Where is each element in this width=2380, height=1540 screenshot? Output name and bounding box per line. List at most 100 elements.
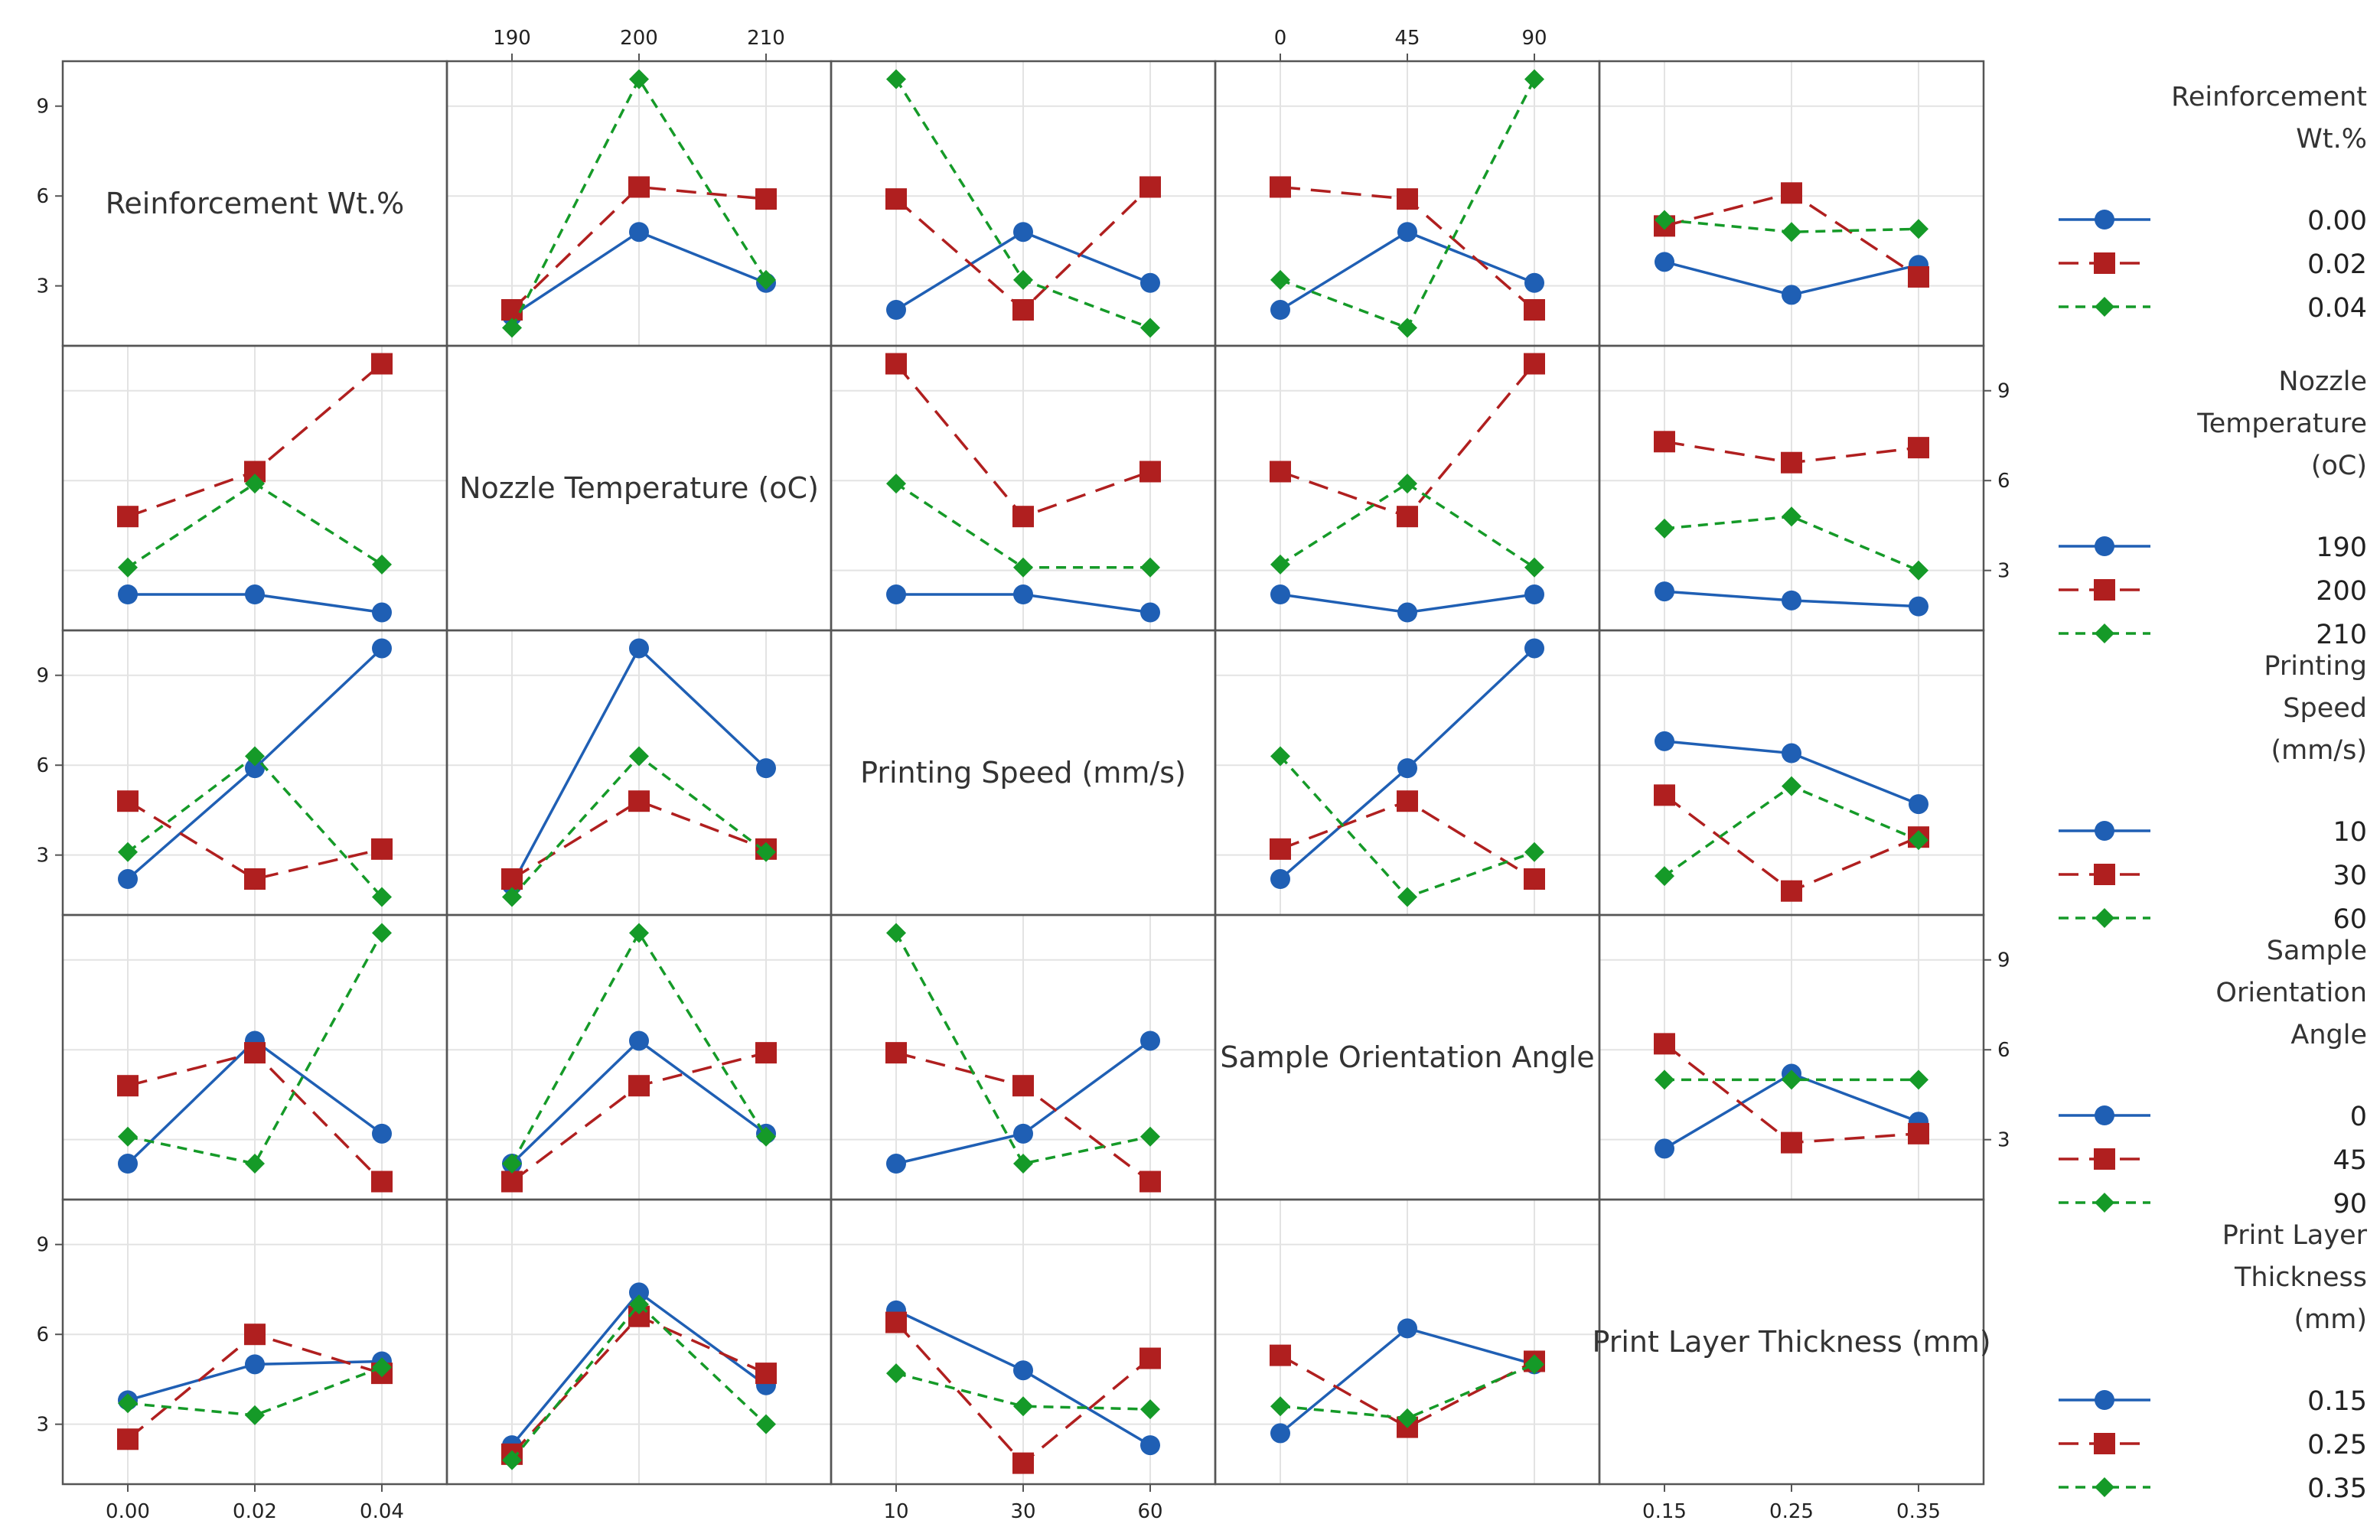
series-marker	[886, 69, 906, 90]
series-marker	[885, 1311, 907, 1333]
series-marker	[885, 1042, 907, 1064]
series-marker	[756, 758, 776, 779]
legend-item-label: 0.02	[2307, 249, 2367, 280]
series-marker	[1139, 176, 1161, 198]
legend	[2059, 1390, 2150, 1497]
legend-title: (mm/s)	[2271, 735, 2367, 766]
series-marker	[1012, 299, 1034, 321]
series-marker	[1908, 437, 1929, 459]
series-marker	[1012, 1452, 1034, 1474]
series-marker	[1013, 557, 1033, 578]
legend-item-label: 0.25	[2307, 1430, 2367, 1460]
panel-series-group	[117, 1323, 393, 1450]
series-marker	[1397, 790, 1418, 812]
legend-item-label: 30	[2333, 861, 2367, 891]
panel-series-group	[885, 353, 1161, 623]
series-line	[895, 932, 1151, 1165]
series-marker	[1524, 868, 1545, 890]
series-marker	[245, 746, 265, 767]
series-marker	[628, 790, 650, 812]
legend-item-label: 0.00	[2307, 206, 2367, 236]
series-marker	[1655, 252, 1674, 272]
panel-series-group	[1654, 731, 1929, 902]
legend-item-label: 0.04	[2307, 293, 2367, 324]
y-tick-label: 9	[36, 96, 49, 119]
series-marker	[1140, 272, 1160, 293]
legend	[2059, 1105, 2150, 1213]
series-marker	[1270, 1396, 1290, 1417]
series-marker	[118, 1393, 138, 1414]
series-marker	[886, 923, 906, 943]
x-tick-label: 0.25	[1769, 1500, 1814, 1523]
series-marker	[1781, 880, 1802, 902]
legend-title: (oC)	[2311, 451, 2367, 481]
legend-marker	[2095, 210, 2114, 230]
panel-series-group	[1654, 182, 1929, 305]
series-marker	[502, 1154, 522, 1174]
series-marker	[1655, 866, 1674, 887]
series-marker	[1397, 1318, 1417, 1339]
series-marker	[1397, 222, 1417, 243]
x-tick-label: 0	[1274, 27, 1287, 50]
legend-marker	[2094, 1433, 2115, 1454]
series-marker	[245, 1354, 265, 1375]
legend-marker	[2094, 252, 2115, 274]
series-marker	[886, 1363, 906, 1384]
series-marker	[1654, 1033, 1675, 1055]
legend-marker	[2095, 1477, 2114, 1497]
series-marker	[1140, 1030, 1160, 1051]
series-marker	[245, 474, 265, 494]
series-marker	[1524, 1354, 1544, 1375]
x-tick-label: 0.35	[1896, 1500, 1941, 1523]
x-tick-label: 30	[1010, 1500, 1035, 1523]
series-marker	[1655, 518, 1674, 539]
series-line	[127, 932, 383, 1165]
panel-series-group	[501, 69, 777, 338]
series-marker	[1013, 584, 1033, 605]
diagonal-factor-label: Reinforcement Wt.%	[106, 187, 405, 220]
series-marker	[1782, 222, 1801, 243]
series-marker	[1782, 743, 1801, 763]
diagonal-factor-label: Printing Speed (mm/s)	[860, 756, 1186, 790]
series-marker	[886, 474, 906, 494]
series-marker	[1655, 1070, 1674, 1090]
series-marker	[118, 584, 138, 605]
series-marker	[1397, 506, 1418, 528]
series-marker	[372, 554, 392, 575]
series-marker	[1140, 317, 1160, 338]
series-marker	[628, 1075, 650, 1097]
y-tick-label: 3	[1997, 560, 2010, 583]
legend-marker	[2095, 623, 2114, 643]
y-tick-label: 3	[36, 275, 49, 298]
series-marker	[1781, 451, 1802, 474]
y-tick-label: 6	[1997, 470, 2010, 493]
series-marker	[755, 188, 777, 210]
series-marker	[1013, 1154, 1033, 1174]
series-marker	[1909, 830, 1928, 851]
series-marker	[1908, 265, 1929, 288]
series-marker	[1270, 1423, 1290, 1444]
series-marker	[1012, 506, 1034, 528]
series-marker	[629, 222, 649, 243]
legend	[2059, 210, 2150, 317]
panel-grid	[1599, 630, 1984, 915]
series-marker	[118, 1154, 138, 1174]
legend	[2059, 821, 2150, 928]
series-marker	[886, 1154, 906, 1174]
series-marker	[372, 887, 392, 907]
series-marker	[1012, 1075, 1034, 1097]
series-marker	[372, 638, 392, 659]
legend-title: Speed	[2283, 693, 2367, 724]
series-marker	[372, 923, 392, 943]
series-marker	[371, 838, 393, 860]
series-marker	[1909, 560, 1928, 581]
series-marker	[245, 584, 265, 605]
series-marker	[1270, 746, 1290, 767]
x-tick-label: 0.02	[233, 1500, 277, 1523]
series-marker	[502, 317, 522, 338]
legend-marker	[2095, 536, 2114, 556]
series-marker	[1397, 1408, 1417, 1428]
legend-title: Printing	[2264, 651, 2367, 682]
legend-title: Sample	[2267, 936, 2367, 966]
